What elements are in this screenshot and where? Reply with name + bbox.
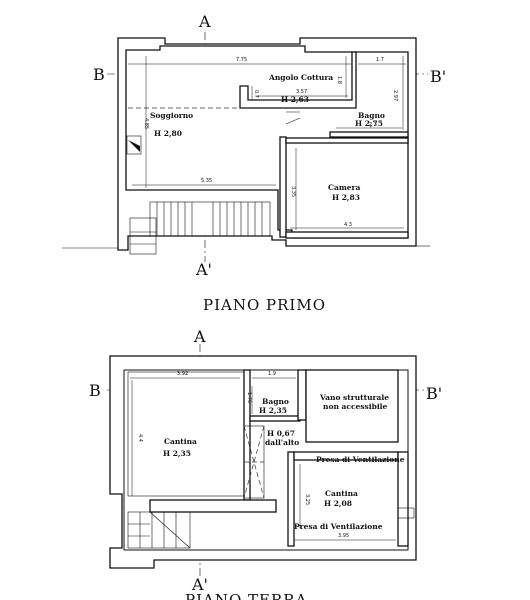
camera-top-wall xyxy=(285,137,409,144)
vent-right-opening xyxy=(397,507,415,519)
first-floor-dimension-lines xyxy=(128,56,406,230)
dim-cottura-depth: 1.8 xyxy=(336,76,342,84)
fireplace-icon xyxy=(128,140,140,152)
cantina-right-right-wall xyxy=(397,451,409,547)
vano-line1: Vano strutturale xyxy=(319,393,389,402)
dim-cantina-right-depth: 3.25 xyxy=(304,494,310,505)
dim-bagno-depth-ground: 1.76 xyxy=(246,392,252,403)
bagno-bottom-wall xyxy=(249,415,301,422)
room-bagno-name: Bagno xyxy=(358,111,385,120)
axis-a-prime-label: A' xyxy=(195,260,212,279)
scala-note: dall'alto xyxy=(265,438,299,447)
kitchen-counter xyxy=(239,51,357,109)
axis-a-label-ground: A xyxy=(193,327,206,346)
axis-a-label: A xyxy=(198,12,211,31)
vano-line2: non accessibile xyxy=(323,402,388,411)
dim-cottura-small: 0.7 xyxy=(253,90,259,98)
vent-top-label: Presa di Ventilazione xyxy=(316,455,405,464)
first-floor-plan: 7.75 1.7 3.57 1.8 0.7 4.85 5.35 2.97 2.3… xyxy=(62,37,430,255)
ground-floor-title: PIANO TERRA xyxy=(185,591,307,600)
axis-b-label: B xyxy=(93,65,105,84)
room-soggiorno-name: Soggiorno xyxy=(150,111,193,120)
room-bagno-ground-height: H 2,35 xyxy=(259,406,287,415)
room-soggiorno-height: H 2,80 xyxy=(154,129,182,138)
dim-cottura-width: 3.57 xyxy=(296,89,307,95)
dim-width-total: 7.75 xyxy=(236,57,247,63)
axis-b-prime-label: B' xyxy=(430,67,446,86)
ground-floor-plan: 3.92 1.9 1.76 4.4 3.25 3.95 Cantina H 2,… xyxy=(109,355,417,569)
dim-width-right: 1.7 xyxy=(376,57,384,63)
dim-bagno-width: 2.3 xyxy=(369,122,377,128)
vano-strutturale-box xyxy=(305,369,399,443)
dim-bagno-width-ground: 1.9 xyxy=(268,371,276,377)
bagno-right-wall xyxy=(297,369,307,421)
dim-cantina-width: 3.92 xyxy=(177,371,188,377)
camera-bottom-wall xyxy=(285,231,409,239)
room-bagno-ground-name: Bagno xyxy=(262,397,289,406)
room-cantina-left-height: H 2,35 xyxy=(163,449,191,458)
first-floor-stairs xyxy=(129,201,271,255)
fireplace-box xyxy=(126,135,142,155)
first-floor-title: PIANO PRIMO xyxy=(203,296,326,314)
room-cottura-name: Angolo Cottura xyxy=(268,73,333,82)
scala-height: H 0,67 xyxy=(267,429,295,438)
room-camera-height: H 2,83 xyxy=(332,193,360,202)
room-cantina-left-name: Cantina xyxy=(164,437,197,446)
cantina-right-left-wall xyxy=(287,451,295,547)
ground-floor-dimension-lines xyxy=(130,377,396,541)
room-camera-name: Camera xyxy=(328,183,360,192)
axis-b-label-ground: B xyxy=(89,381,101,400)
room-bagno-height: H 2,75 xyxy=(355,119,383,128)
dim-cantina-depth: 4.4 xyxy=(137,434,143,442)
dim-bagno-depth: 2.97 xyxy=(392,90,398,101)
axis-a-prime-label-ground: A' xyxy=(191,575,208,594)
room-cantina-right-name: Cantina xyxy=(325,489,358,498)
axis-b-prime-label-ground: B' xyxy=(426,384,442,403)
ground-floor-stairs xyxy=(127,511,191,549)
door-arrow xyxy=(285,111,301,125)
room-cottura-height: H 2,63 xyxy=(281,95,309,104)
vent-bottom-label: Presa di Ventilazione xyxy=(294,522,383,531)
bagno-floor-wall xyxy=(329,131,409,138)
dim-camera-width: 4.3 xyxy=(344,222,352,228)
room-cantina-right-height: H 2,08 xyxy=(324,499,352,508)
dim-soggiorno-depth: 4.85 xyxy=(143,118,149,129)
dim-cantina-right-width: 3.95 xyxy=(338,533,349,539)
dim-soggiorno-width: 5.35 xyxy=(201,178,212,184)
camera-left-wall xyxy=(279,136,287,238)
ground-floor-landing xyxy=(149,499,277,513)
dim-camera-depth: 3.35 xyxy=(290,186,296,197)
